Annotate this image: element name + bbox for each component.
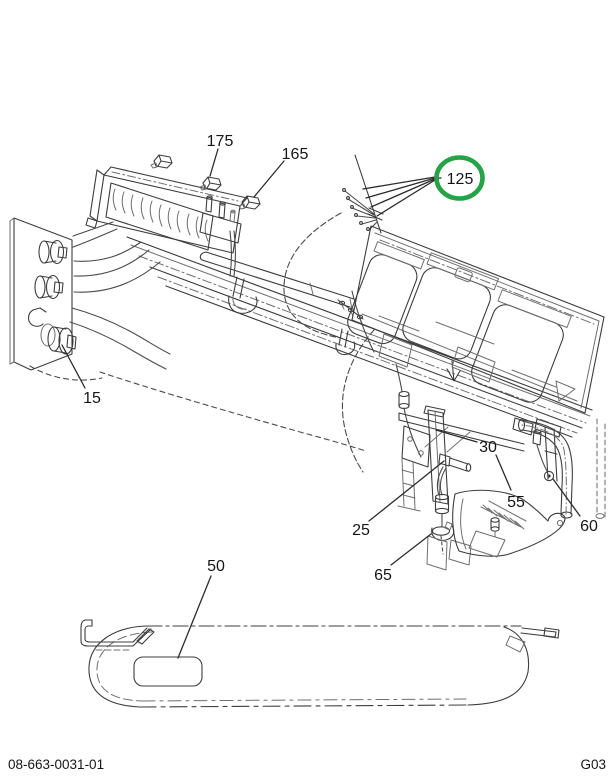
mount-plate — [468, 530, 506, 558]
mount-bracket-assembly: 25 30 65 — [352, 405, 525, 584]
switch-posts — [205, 195, 236, 223]
dash-support-rail — [126, 236, 606, 519]
harness-clamps — [228, 276, 461, 382]
fan-blades — [480, 500, 527, 530]
hanging-flap — [448, 539, 472, 566]
instrument-panel-frame — [347, 225, 605, 414]
frame-opening — [378, 333, 413, 368]
louver-vents — [112, 188, 209, 242]
callout-165: 165 — [282, 146, 309, 163]
leader-175 — [209, 148, 219, 177]
mount-tab — [85, 217, 98, 229]
heater-plenum-box — [85, 166, 248, 254]
leader-15 — [61, 344, 86, 389]
visor-label-patch — [133, 656, 203, 687]
leader-50 — [177, 575, 212, 659]
hanging-flap — [426, 535, 448, 571]
leader-165 — [253, 160, 285, 198]
callout-30: 30 — [479, 439, 497, 456]
connector-165 — [238, 195, 261, 210]
gauge-pod — [347, 241, 425, 345]
callout-15: 15 — [83, 390, 101, 407]
connector-175 — [199, 176, 222, 191]
callout-175: 175 — [207, 133, 234, 150]
callout-125: 125 — [447, 171, 474, 188]
harness-bundle-125: 125 — [283, 154, 485, 473]
knob — [34, 274, 64, 300]
callout-25: 25 — [352, 522, 370, 539]
figure-number: 08-663-0031-01 — [8, 757, 104, 772]
knob — [38, 239, 68, 265]
highlight-circle — [434, 155, 485, 201]
sun-visor: 50 — [80, 558, 560, 708]
leader-60 — [552, 478, 581, 517]
blower-housing — [452, 489, 566, 558]
fan-hub — [490, 517, 500, 538]
gauge-pod — [471, 289, 572, 403]
wire-to-grommet-60 — [532, 429, 555, 482]
gauge-pod — [402, 252, 499, 360]
visor-pivot-rod — [505, 627, 560, 653]
callout-60: 60 — [580, 518, 598, 535]
knob — [40, 323, 77, 355]
cable-clamp-65 — [431, 521, 455, 555]
callout-50: 50 — [207, 558, 225, 575]
wiring-looms — [29, 221, 367, 452]
frame-opening — [555, 380, 576, 402]
pod-clip — [454, 267, 473, 283]
drop-wire-connector — [395, 363, 422, 458]
frame-opening — [451, 346, 496, 383]
antenna-rod — [354, 154, 382, 234]
leader-30 — [435, 429, 478, 443]
callout-55: 55 — [507, 494, 525, 511]
leader-55 — [495, 454, 512, 491]
control-panel: 15 — [9, 217, 101, 407]
fan-leader-lines-125 — [362, 176, 442, 217]
connector-loose — [150, 154, 173, 169]
visor-mount-bracket — [80, 619, 155, 651]
callout-65: 65 — [374, 567, 392, 584]
cowl-side-frame: 55 60 — [495, 417, 598, 535]
cable-pin-25 — [434, 453, 472, 527]
leader-65 — [390, 533, 432, 566]
leader-25 — [368, 460, 445, 522]
retainer-clip — [28, 307, 47, 327]
page-code: G03 — [580, 757, 606, 772]
